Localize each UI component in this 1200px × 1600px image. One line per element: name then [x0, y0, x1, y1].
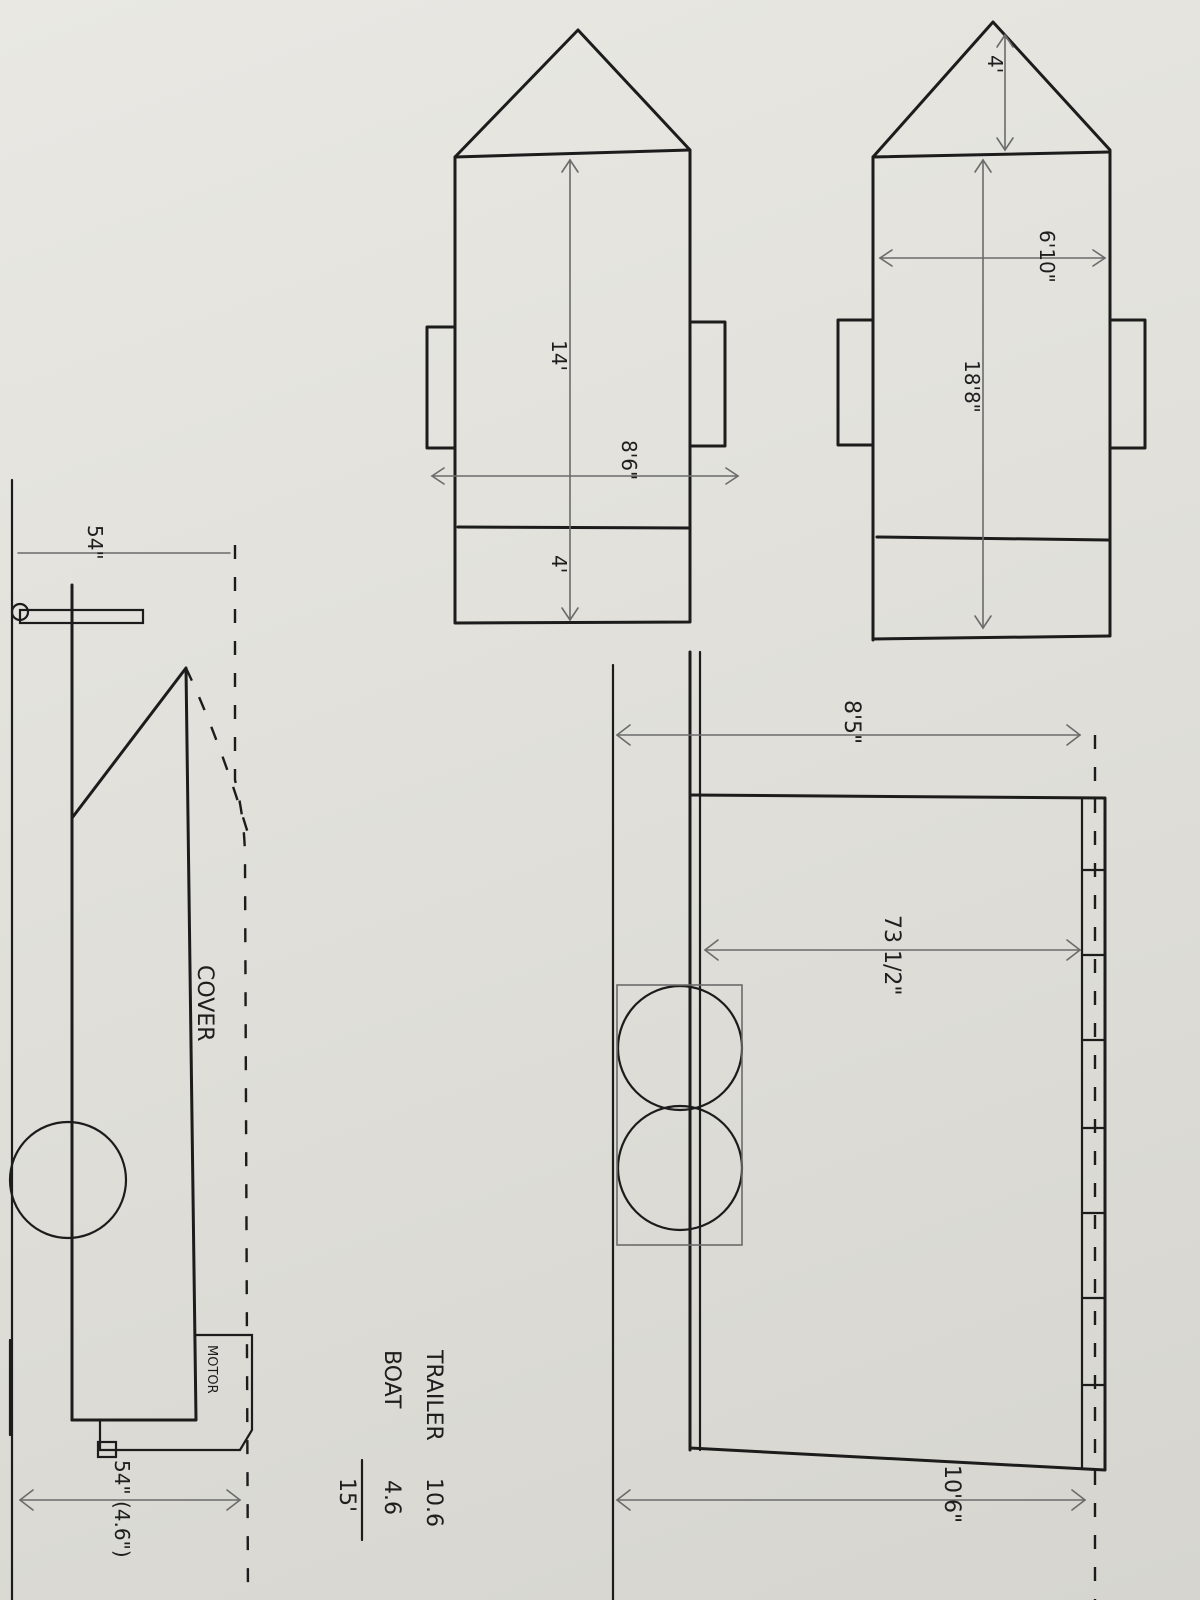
side-view-left: 54" 54" (4.6") COVER MOTOR: [8, 478, 254, 1600]
trailer-right-fender: [1108, 318, 1147, 450]
boat-stern-outline: [70, 1333, 254, 1452]
side-view-right: 8'5" 73 1/2" 10'6": [611, 650, 1107, 1600]
wheel-fender-outline: [616, 984, 743, 1246]
side-height-mid-label: 73 1/2": [879, 915, 904, 996]
boat-right-fender: [688, 320, 727, 448]
trailer-outline: [871, 20, 1112, 642]
left-bottom-arrows: [18, 1489, 242, 1511]
left-bottom-dim-label: 54" (4.6"): [110, 1460, 134, 1558]
trailer-tongue-arrows: [996, 33, 1014, 152]
motor-label: MOTOR: [204, 1345, 219, 1394]
boat-length-arrows: [561, 158, 579, 622]
side-height-top-arrows: [615, 724, 1082, 746]
trailer-rear-line: [871, 634, 1112, 641]
left-top-dim-label: 54": [83, 525, 107, 560]
trailer-wheel-left: [8, 1120, 128, 1240]
trailer-hitch-ball: [10, 602, 30, 622]
side-height-bottom-arrows: [615, 1489, 1087, 1511]
boat-outline: [453, 28, 692, 625]
trailer-jack-post: [18, 608, 145, 625]
trailer-wheel-front: [616, 984, 744, 1112]
trailer-top-tongue-label: 4': [983, 55, 1007, 73]
side-height-mid-arrows: [703, 939, 1082, 961]
trailer-top-view: 18'8" 6'10" 4': [836, 20, 1147, 642]
cover-dashline: [233, 545, 250, 1600]
cover-bow-dashline: [184, 667, 252, 841]
totals-row-boat-name: BOAT: [379, 1350, 404, 1409]
cover-label: COVER: [192, 965, 217, 1042]
boat-top-bow-label: 4': [547, 555, 571, 573]
trailer-width-arrows: [878, 249, 1107, 267]
trailer-wheel-rear: [616, 1104, 744, 1232]
trailer-top-length-label: 18'8": [960, 360, 984, 413]
trailer-left-fender: [836, 318, 875, 447]
boat-transom-line: [456, 525, 692, 530]
trailer-front-line: [871, 150, 1112, 159]
trailer-light: [96, 1440, 118, 1459]
boat-width-arrows: [430, 467, 740, 485]
trailer-length-arrows: [974, 158, 992, 630]
boat-top-view: 14' 4' 8'6": [425, 28, 740, 625]
boat-rail-ticks: [1080, 868, 1107, 1387]
boat-body-box: [688, 793, 1107, 1472]
trailer-cross-line: [875, 535, 1110, 542]
side-height-top-label: 8'5": [839, 700, 864, 744]
length-totals: TRAILER 10.6 BOAT 4.6 15': [334, 1349, 446, 1542]
boat-hull-side: [70, 666, 198, 1422]
totals-row-trailer-value: 10.6: [421, 1478, 446, 1527]
boat-top-width-label: 8'6": [617, 440, 641, 480]
totals-result: 15': [334, 1478, 359, 1512]
side-height-bottom-label: 10'6": [939, 1465, 964, 1523]
boat-bow-line: [453, 148, 692, 159]
boat-left-fender: [425, 325, 457, 450]
totals-row-trailer-name: TRAILER: [421, 1349, 446, 1441]
boat-top-length-label: 14': [547, 340, 571, 371]
trailer-top-width-label: 6'10": [1035, 230, 1059, 283]
totals-row-boat-value: 4.6: [379, 1480, 404, 1515]
